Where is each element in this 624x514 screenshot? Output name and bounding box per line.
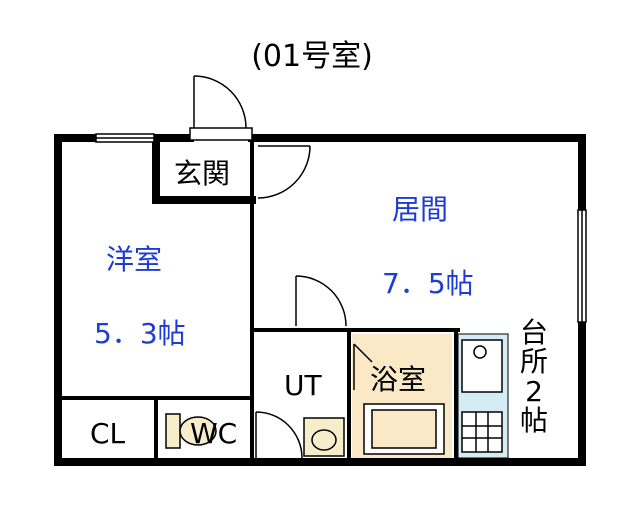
toilet (165, 413, 217, 449)
wc-door (255, 411, 303, 459)
living-room-size: 7．5帖 (382, 267, 474, 300)
washbasin (303, 417, 345, 457)
utility-door (295, 275, 347, 327)
kitchen-stove (461, 411, 503, 453)
utility-label: UT (284, 369, 322, 402)
interior-walls (58, 140, 460, 460)
living-room-label: 居間 (392, 193, 449, 226)
kitchen-label: 台 所 2 帖 (520, 318, 548, 436)
kitchen-label-char: 所 (520, 345, 549, 379)
closet-label: CL (90, 417, 126, 450)
kitchen-sink (461, 339, 503, 393)
bath-door (353, 343, 373, 390)
wc-label: WC (190, 417, 238, 450)
bathtub (363, 403, 445, 455)
western-room-label: 洋室 (106, 243, 163, 276)
unit-title: (01号室) (251, 39, 373, 74)
entrance-door (189, 75, 253, 141)
entrance-label: 玄関 (174, 157, 231, 190)
windows (95, 133, 587, 323)
kitchen-label-char: 2 (525, 374, 543, 408)
western-room-size: 5．3帖 (94, 317, 186, 350)
living-door (257, 145, 311, 199)
kitchen-label-char: 帖 (520, 404, 549, 438)
kitchen-label-char: 台 (520, 316, 549, 349)
bath-label: 浴室 (370, 363, 427, 396)
